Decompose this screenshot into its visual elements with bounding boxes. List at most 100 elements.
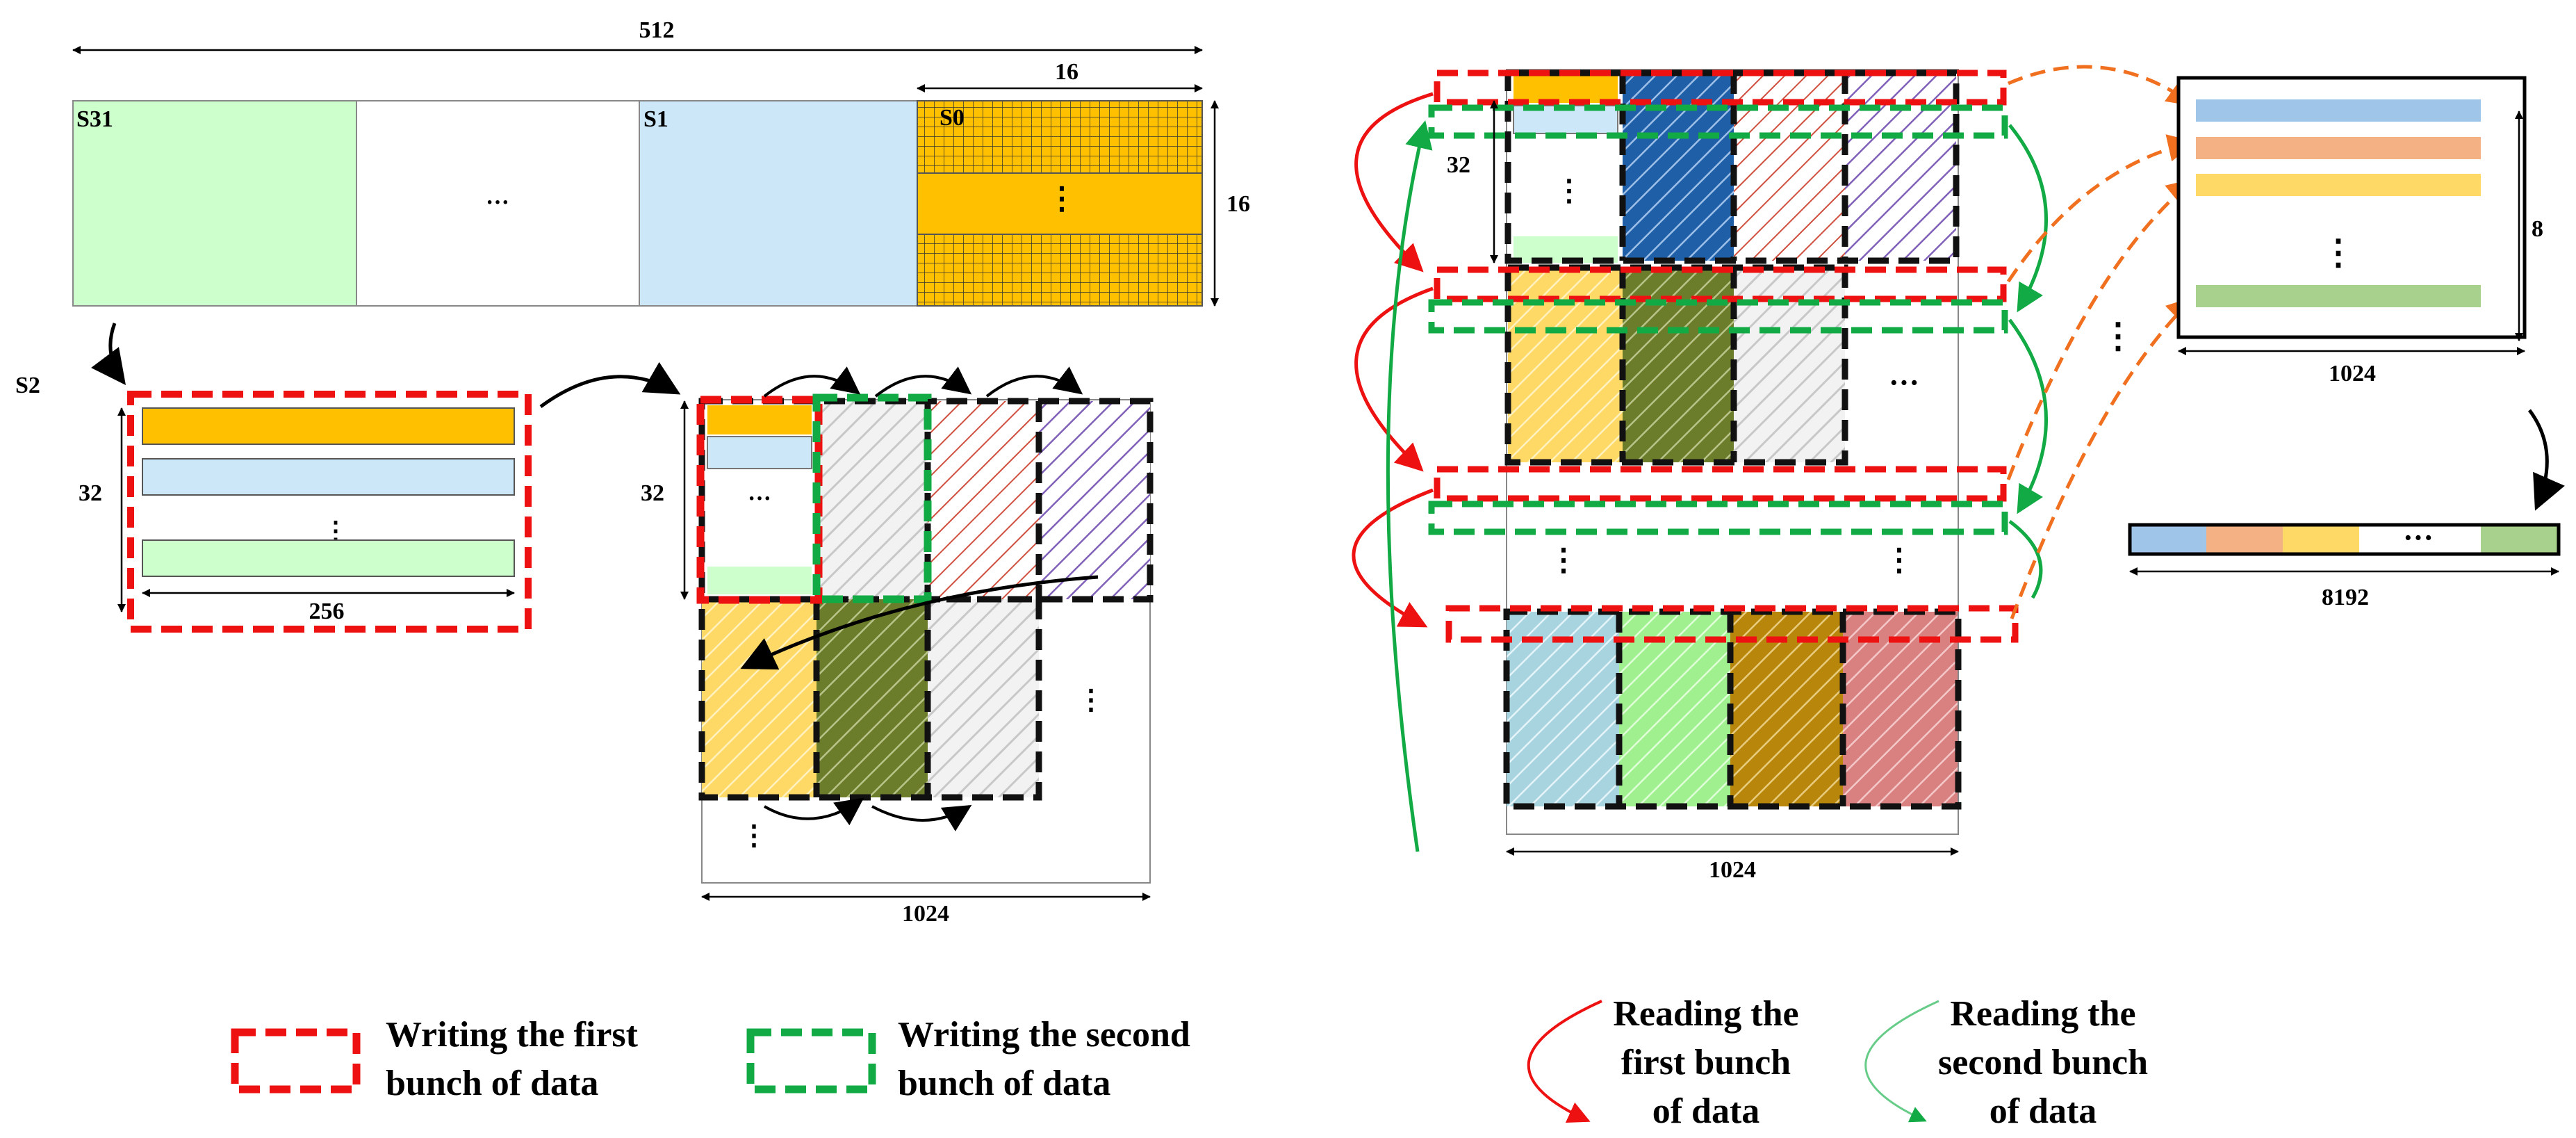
final-frame	[2128, 523, 2561, 556]
label-s1: S1	[643, 106, 668, 132]
legend: Writing the first bunch of data Writing …	[231, 994, 2148, 1131]
legend-red-swatch	[231, 1028, 361, 1094]
label-512: 512	[639, 17, 675, 43]
read-green-strip-1	[1428, 104, 2008, 139]
right-grid: ⋮ ··· ⋮ ⋮	[1352, 69, 2048, 883]
buffer-row-amber	[142, 407, 515, 445]
read-red-strip-3	[1434, 466, 2007, 502]
legend-read2-line2: second bunch	[1938, 1043, 2148, 1082]
label-mid-width: 1024	[902, 901, 949, 927]
final-seg-blank	[2359, 525, 2481, 554]
right-cell-b1	[1507, 612, 1619, 806]
mid-green-frame	[812, 393, 932, 603]
label-s0-width: 16	[1055, 59, 1078, 85]
vdots-right-mid-left: ⋮	[1548, 543, 1579, 577]
vdots-mid-right: ⋮	[1077, 684, 1105, 715]
read-red-strip-4	[1445, 605, 2019, 643]
right-cell-b2	[1619, 612, 1730, 806]
orange-transfer-arrows: ⋮	[2006, 65, 2196, 619]
output-bar-green	[2196, 285, 2481, 307]
label-s0: S0	[940, 105, 965, 131]
vdots-right-cell-1: ⋮	[1554, 175, 1584, 207]
orange-arrow-2	[2006, 134, 2196, 283]
legend-green-arrow	[1864, 1000, 1939, 1123]
orange-arrow-4	[2010, 296, 2195, 619]
mid-cell-3	[928, 401, 1039, 599]
vdots-right-mid-right: ⋮	[1884, 543, 1914, 577]
legend-red-line1: Writing the first	[386, 1015, 639, 1055]
label-buffer-width: 256	[309, 599, 345, 624]
read-red-strip-2	[1434, 266, 2007, 302]
label-right-rows: 32	[1447, 152, 1470, 178]
mid-cell-6	[817, 599, 928, 797]
mid-cell-7	[928, 599, 1039, 797]
block-s0-grid-top	[917, 100, 1203, 174]
output-bar-blue	[2196, 99, 2481, 122]
buffer-row-green	[142, 539, 515, 577]
final-seg-green	[2481, 525, 2559, 554]
red-read-arrow-1	[1354, 92, 1434, 273]
right-frame-row2	[1504, 264, 1848, 466]
read-red-strip-1	[1434, 70, 2007, 106]
vdots-output: ⋮	[2321, 233, 2356, 272]
arrow-to-final	[2527, 409, 2565, 511]
read-green-strip-3	[1428, 501, 2008, 535]
arrow-buffer-to-grid	[539, 361, 681, 409]
legend-read1-line1: Reading the	[1613, 994, 1798, 1034]
right-cell-b4	[1843, 612, 1958, 806]
orange-arrow-1	[2008, 65, 2196, 106]
legend-red-arrow	[1527, 1000, 1602, 1123]
mid-cell-2	[817, 401, 928, 599]
mid-wrap-arrow	[740, 575, 1099, 670]
block-ellipsis	[356, 100, 640, 307]
green-read-return-arrow	[1386, 120, 1433, 852]
vdots-between: ⋮	[2101, 316, 2135, 355]
middle-grid: ··· ⋮ ⋮ 32 1024	[641, 366, 1154, 927]
label-output-width: 1024	[2329, 361, 2376, 387]
top-strip: 512 S31 ··· S1 S0 ⋮ 16 16	[72, 17, 1250, 307]
green-read-arrow-3	[2008, 519, 2043, 599]
block-s31	[72, 100, 357, 307]
mid-cell-1-green	[707, 567, 812, 594]
label-s0-height: 16	[1227, 191, 1250, 217]
mid-cell-5	[702, 599, 817, 797]
right-cell-1-amber	[1513, 75, 1618, 103]
right-outer-frame	[1506, 69, 1959, 835]
orange-arrow-3	[2006, 178, 2195, 480]
output-block: ⋮ 8 1024	[2176, 76, 2543, 387]
mid-cell-1-amber	[707, 405, 812, 434]
output-bar-orange	[2196, 137, 2481, 159]
read-green-strip-2	[1428, 299, 2008, 334]
output-bar-yellow	[2196, 174, 2481, 196]
legend-read1-line2: first bunch	[1621, 1043, 1791, 1082]
s2-buffer: ⋮ 32 256	[79, 391, 532, 633]
ellipsis-right-row2: ···	[1889, 366, 1919, 400]
vdots-s0: ⋮	[1047, 181, 1077, 216]
mid-cell-4	[1039, 401, 1150, 599]
final-seg-orange	[2206, 525, 2283, 554]
legend-green-swatch	[746, 1028, 876, 1094]
mid-seq-arrow-2	[874, 366, 972, 398]
legend-read2-line1: Reading the	[1950, 994, 2135, 1034]
ellipsis-mid-cell-1: ···	[748, 486, 771, 512]
legend-read1-line3: of data	[1652, 1091, 1760, 1131]
mid-seq-arrow-3	[985, 366, 1083, 398]
label-right-width: 1024	[1709, 857, 1756, 883]
label-s2: S2	[15, 373, 40, 398]
block-s0-grid-bottom	[917, 234, 1203, 307]
arrow-to-s2	[91, 323, 126, 386]
legend-red-line2: bunch of data	[386, 1064, 598, 1103]
final-seg-blue	[2130, 525, 2206, 554]
block-s1	[639, 100, 918, 307]
legend-read2-line3: of data	[1990, 1091, 2097, 1131]
mid-seq-arrow-4	[764, 797, 864, 826]
final-seg-yellow	[2283, 525, 2359, 554]
green-read-arrow-2	[2008, 318, 2048, 514]
final-bar: ··· 8192	[2128, 521, 2561, 610]
label-buffer-rows: 32	[79, 480, 102, 506]
mid-cell-1-blue	[707, 436, 812, 469]
ellipsis-top: ···	[486, 190, 509, 216]
mid-seq-arrow-1	[763, 366, 861, 398]
label-s31: S31	[76, 106, 113, 132]
